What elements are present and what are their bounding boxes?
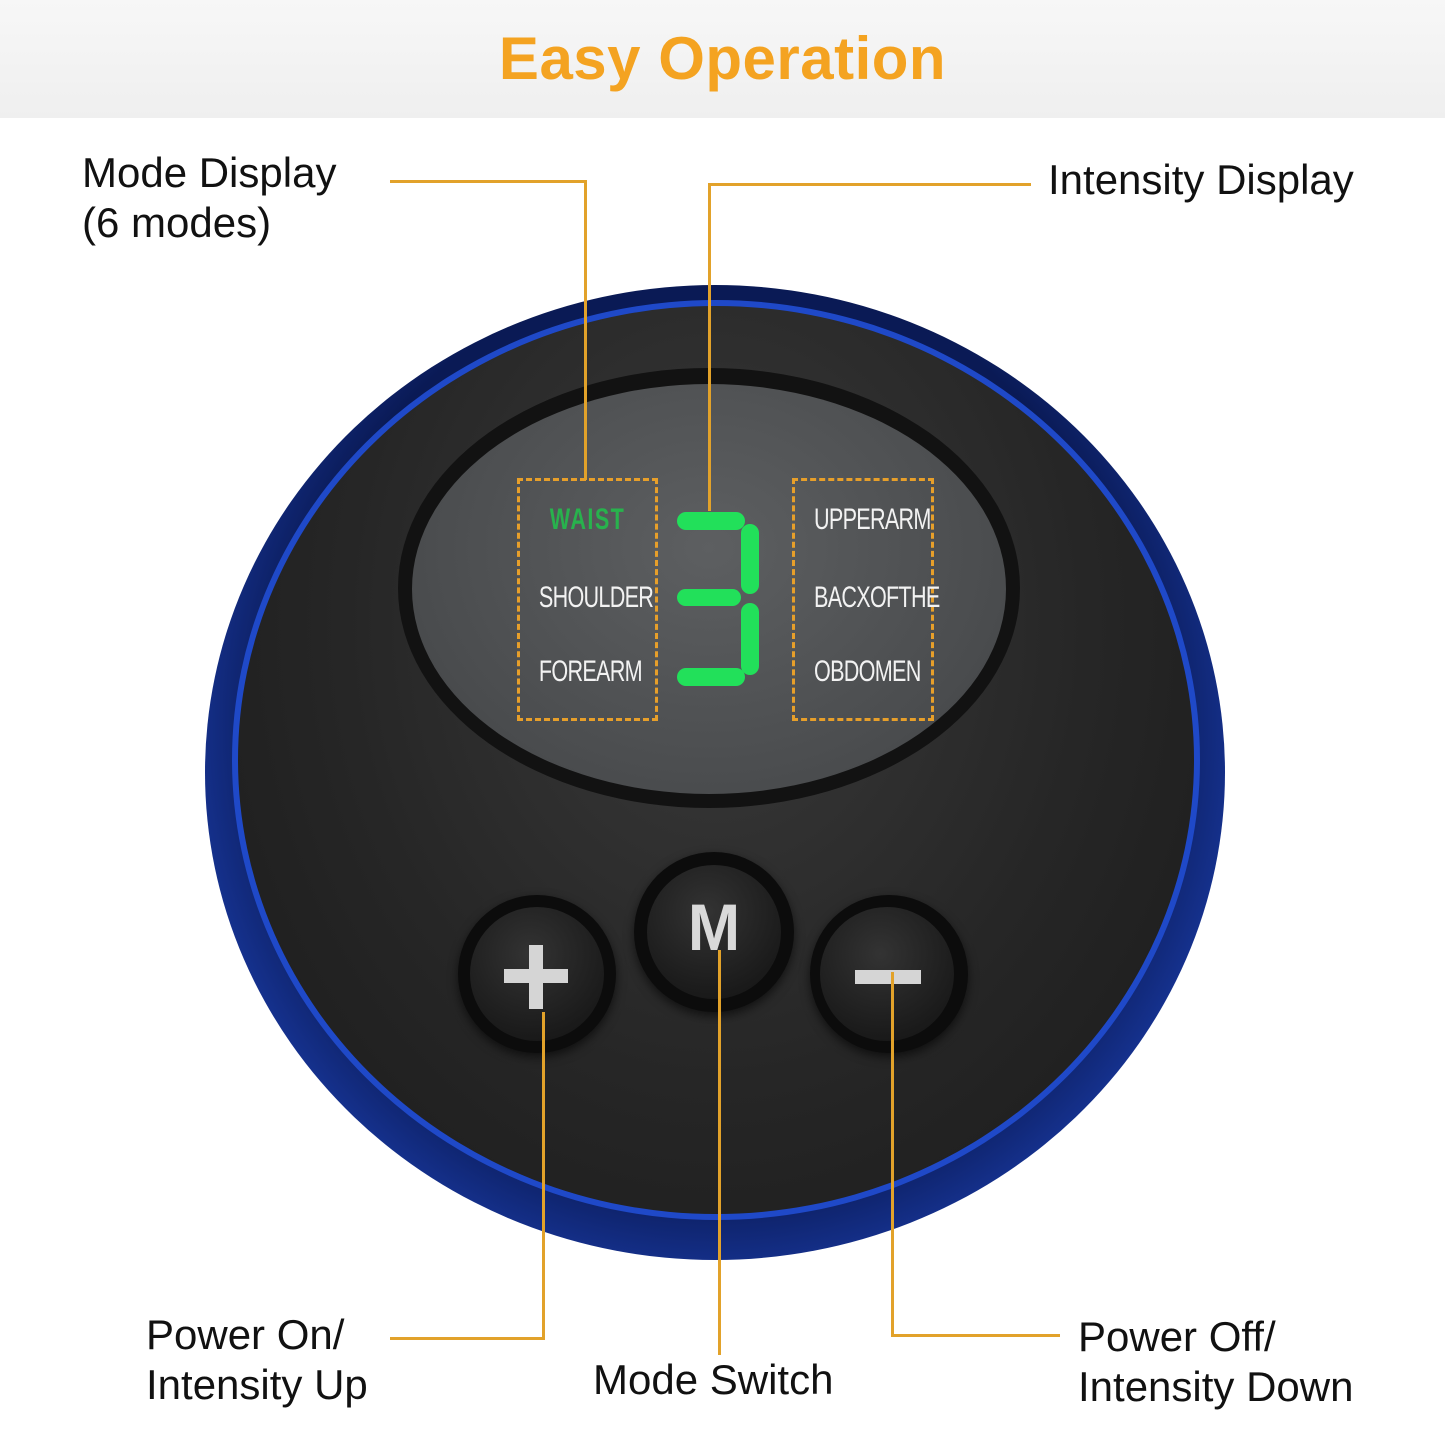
- mode-forearm: FOREARM: [538, 655, 643, 688]
- segment-lower-right: [741, 603, 759, 675]
- callout-intensity-display: Intensity Display: [1048, 156, 1354, 203]
- callout-mode-switch: Mode Switch: [593, 1356, 834, 1403]
- callout-line-mode-display-v: [584, 180, 587, 480]
- plus-icon-vertical: [529, 945, 543, 1009]
- callout-line-power-on-v: [542, 1012, 545, 1340]
- m-icon: M: [687, 890, 741, 964]
- header-band: [0, 0, 1445, 118]
- segment-top: [677, 512, 745, 530]
- callout-mode-display-line1: Mode Display: [82, 149, 337, 196]
- segment-bottom: [677, 668, 745, 686]
- callout-line-mode-display-h: [390, 180, 587, 183]
- callout-line-mode-switch-v: [718, 950, 721, 1355]
- callout-line-power-off-h: [891, 1334, 1060, 1337]
- segment-middle: [677, 589, 741, 606]
- callout-power-off-line2: Intensity Down: [1078, 1363, 1354, 1410]
- segment-upper-right: [741, 524, 759, 594]
- mode-waist: WAIST: [549, 503, 626, 536]
- plus-button[interactable]: [470, 907, 604, 1041]
- callout-line-power-on-h: [390, 1337, 545, 1340]
- callout-power-on-line2: Intensity Up: [146, 1361, 368, 1408]
- mode-upperarm: UPPERARM: [814, 503, 931, 536]
- callout-line-intensity-h: [708, 183, 1031, 186]
- callout-line-power-off-v: [891, 972, 894, 1337]
- mode-display-left: WAIST SHOULDER FOREARM: [517, 478, 658, 721]
- minus-icon: [855, 970, 921, 984]
- mode-button[interactable]: M: [647, 865, 781, 999]
- mode-obdomen: OBDOMEN: [814, 655, 921, 688]
- callout-mode-display: Mode Display (6 modes): [82, 148, 336, 248]
- mode-backofthe: BACXOFTHE: [814, 581, 940, 614]
- callout-line-intensity-v: [708, 183, 711, 511]
- page-title: Easy Operation: [498, 25, 947, 92]
- minus-button[interactable]: [820, 907, 954, 1041]
- mode-display-right: UPPERARM BACXOFTHE OBDOMEN: [792, 478, 940, 721]
- callout-power-off-line1: Power Off/: [1078, 1313, 1276, 1360]
- mode-shoulder: SHOULDER: [538, 581, 654, 614]
- callout-power-off: Power Off/ Intensity Down: [1078, 1312, 1353, 1412]
- callout-power-on: Power On/ Intensity Up: [146, 1310, 368, 1410]
- callout-mode-display-line2: (6 modes): [82, 199, 272, 246]
- callout-power-on-line1: Power On/: [146, 1311, 345, 1358]
